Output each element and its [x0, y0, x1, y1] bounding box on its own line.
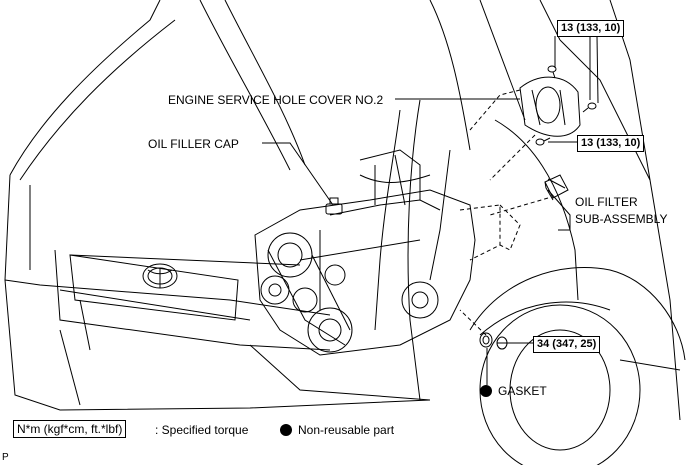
- label-oil-filter-line2: SUB-ASSEMBLY: [575, 212, 668, 226]
- legend-torque-text: : Specified torque: [155, 423, 249, 437]
- gasket-nonreusable-dot: [480, 385, 492, 397]
- toyota-emblem: [142, 263, 178, 289]
- torque-cover-top: 13 (133, 10): [557, 20, 625, 37]
- label-oil-filter-line1: OIL FILTER: [575, 195, 638, 209]
- oil-filter-part: [544, 174, 569, 201]
- vehicle-body: [4, 0, 686, 465]
- torque-cover-bottom: 13 (133, 10): [577, 135, 645, 152]
- legend-torque-unit-box: N*m (kgf*cm, ft.*lbf): [13, 420, 127, 438]
- engine-assembly: [254, 99, 521, 401]
- drain-plug-part: [479, 332, 508, 350]
- leader-lines: [262, 35, 599, 385]
- label-gasket: GASKET: [498, 384, 547, 398]
- label-service-hole-cover: ENGINE SERVICE HOLE COVER NO.2: [168, 93, 384, 107]
- legend-nonreusable-dot: [280, 424, 292, 436]
- service-hole-cover-part: [519, 65, 597, 146]
- legend-nonreusable-text: Non-reusable part: [298, 423, 395, 437]
- label-oil-filler-cap: OIL FILLER CAP: [148, 137, 239, 151]
- corner-mark: P: [2, 452, 9, 463]
- torque-drain-plug: 34 (347, 25): [533, 336, 601, 353]
